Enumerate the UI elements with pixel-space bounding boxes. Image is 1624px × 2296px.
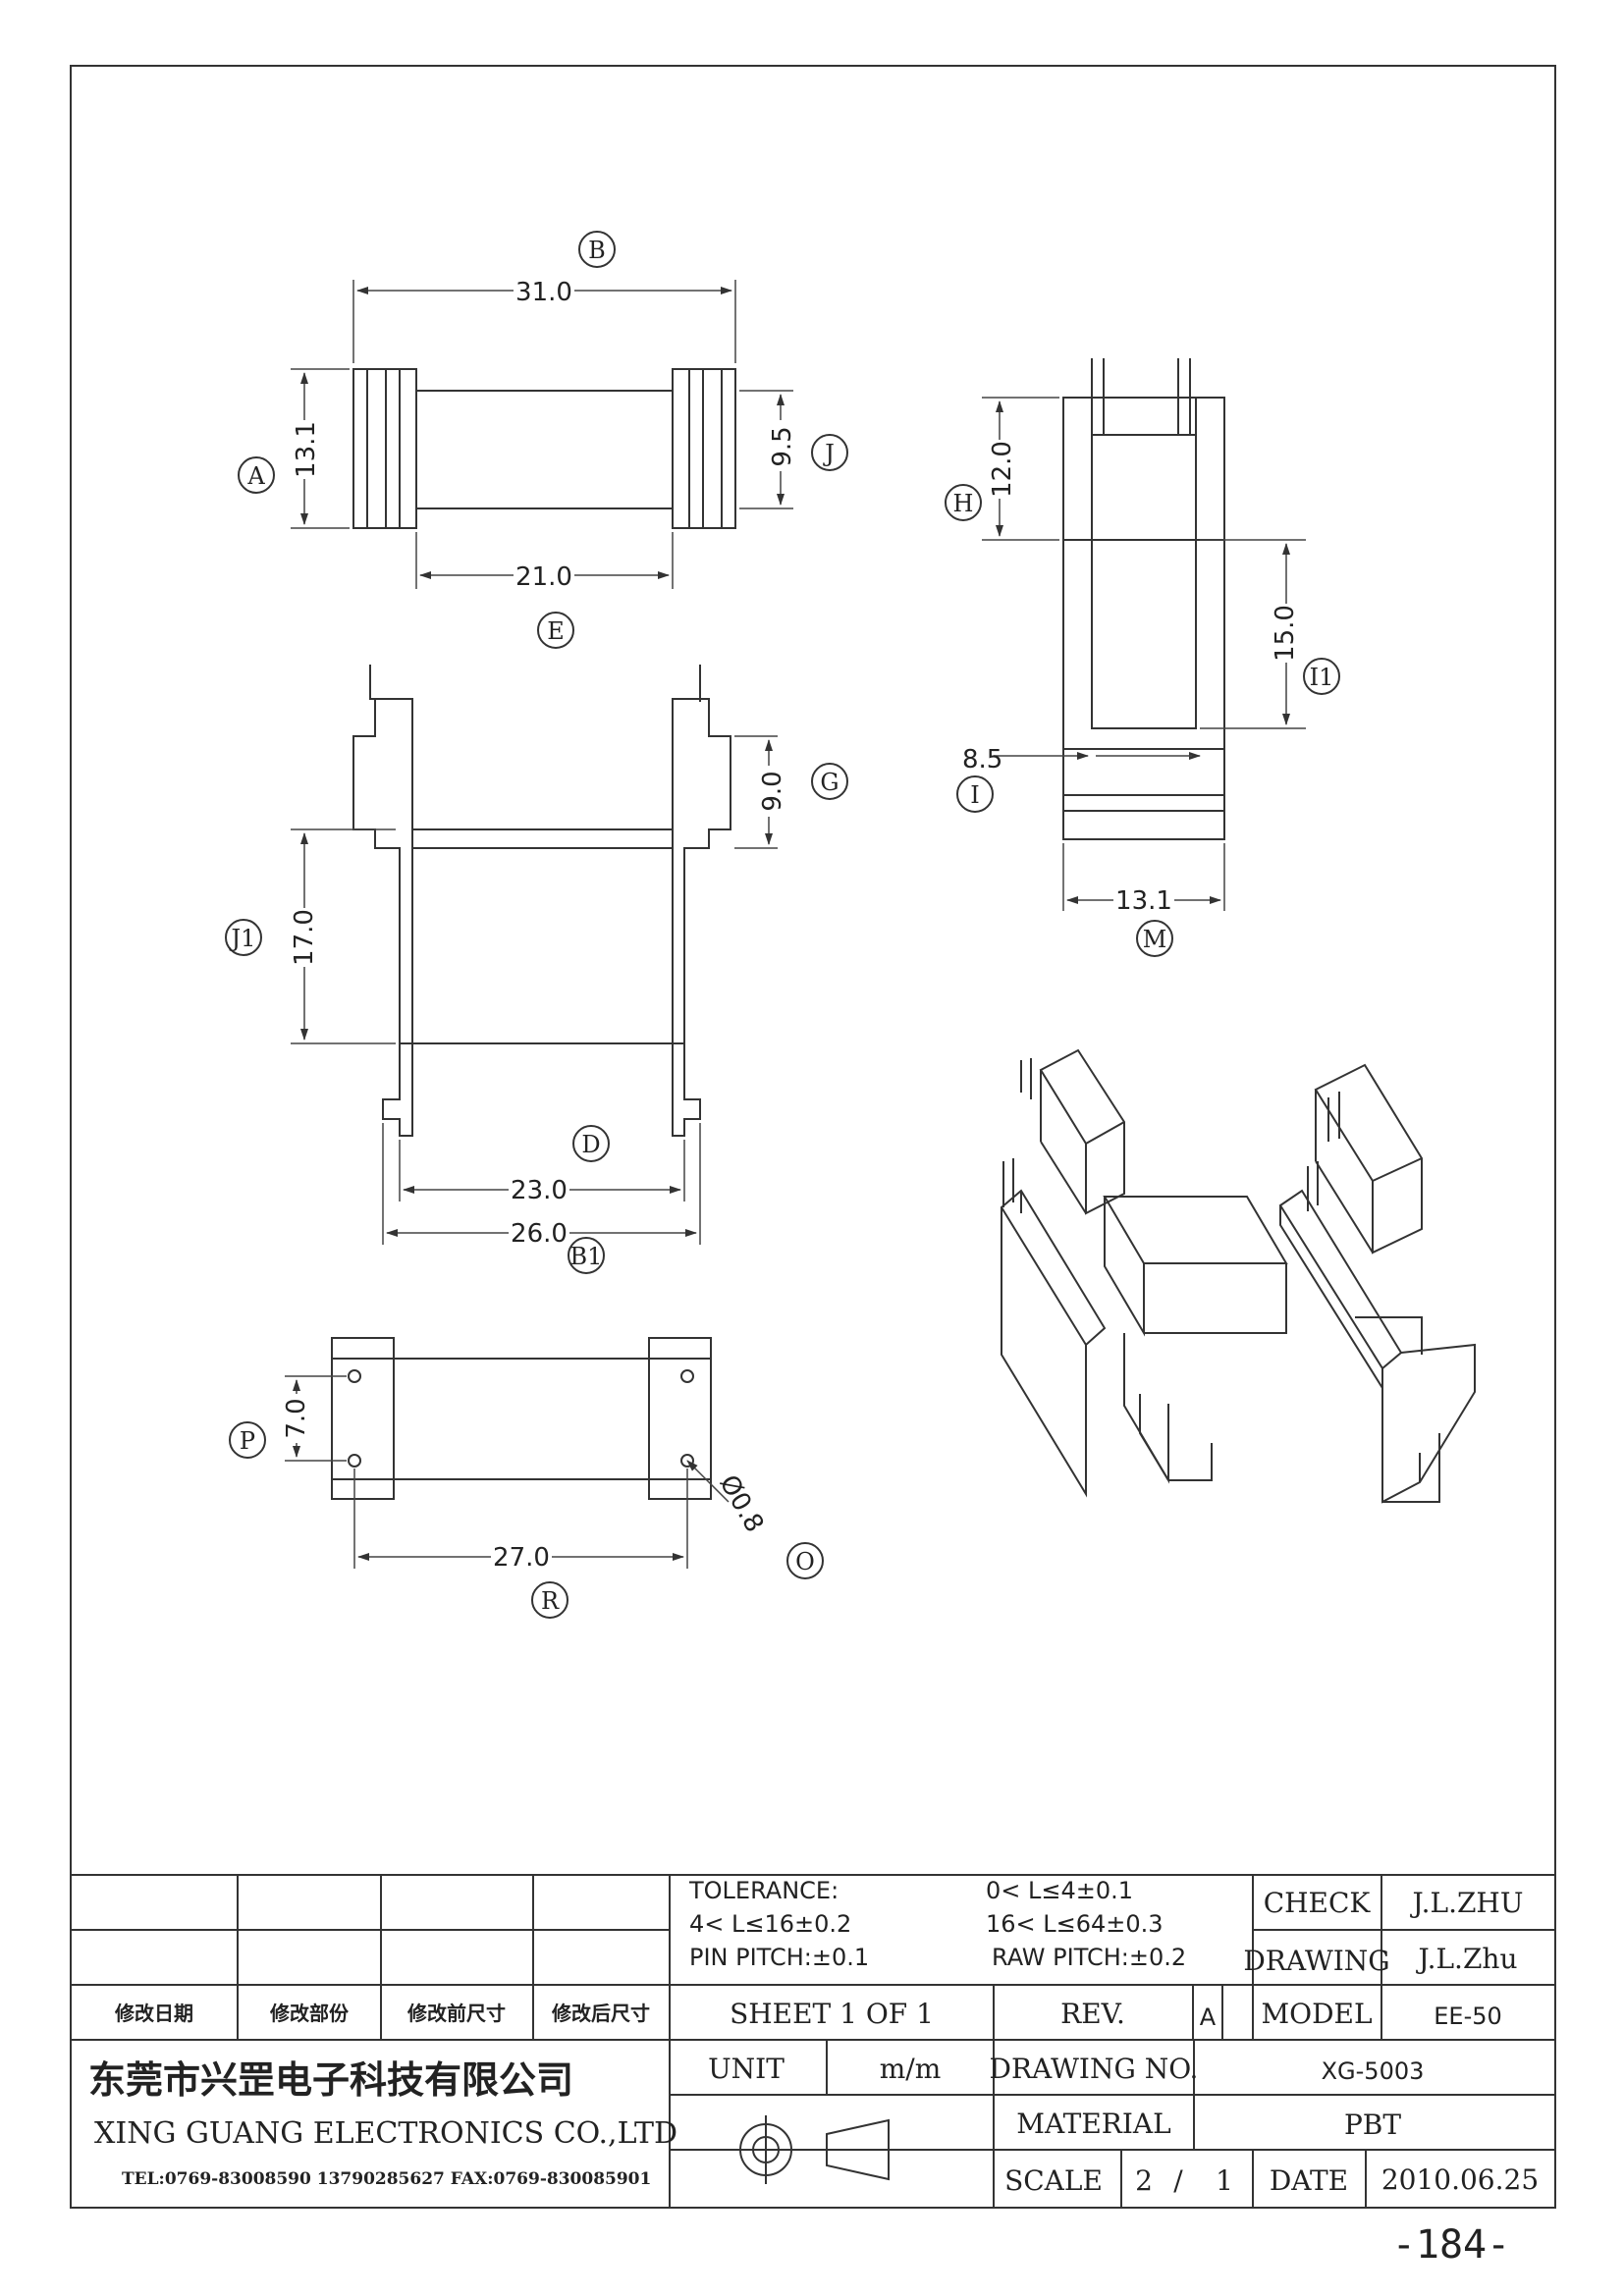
svg-text:O: O [795, 1548, 815, 1575]
dim-j1-value: 17.0 [290, 909, 319, 966]
top-view [352, 368, 736, 529]
label-i1: I1 [1303, 658, 1340, 695]
dim-e-value: 21.0 [515, 562, 572, 592]
svg-text:G: G [820, 769, 839, 796]
raw-pitch: RAW PITCH:±0.2 [992, 1944, 1186, 1971]
drawing-value: J.L.Zhu [1416, 1943, 1518, 1975]
dim-b-value: 31.0 [515, 278, 572, 307]
material-label: MATERIAL [1016, 2108, 1170, 2140]
drawing-border [70, 65, 1556, 2209]
check-label: CHECK [1264, 1887, 1372, 1919]
top-view-dims [291, 280, 793, 589]
dim-h-value: 12.0 [988, 441, 1017, 498]
pin-pitch: PIN PITCH:±0.1 [689, 1944, 869, 1971]
date-label: DATE [1270, 2164, 1348, 2197]
isometric-view [1000, 1048, 1476, 1504]
label-i: I [956, 775, 994, 813]
label-d: D [572, 1125, 610, 1162]
svg-text:J1: J1 [229, 925, 256, 952]
dim-d-value: 23.0 [511, 1176, 568, 1205]
material-value: PBT [1344, 2109, 1401, 2141]
model-label: MODEL [1261, 1998, 1372, 2030]
label-b: B [578, 231, 616, 268]
drawing-label: DRAWING [1243, 1945, 1389, 1977]
label-r: R [531, 1581, 568, 1619]
front-view-dims [291, 735, 778, 1245]
label-m: M [1136, 920, 1173, 957]
svg-text:J: J [822, 440, 835, 467]
label-e: E [537, 612, 574, 649]
svg-text:I1: I1 [1310, 664, 1334, 691]
svg-text:B: B [588, 237, 606, 264]
check-value: J.L.ZHU [1410, 1887, 1524, 1919]
dim-b1-value: 26.0 [511, 1219, 568, 1249]
label-g: G [811, 763, 848, 800]
label-b1: B1 [568, 1237, 605, 1274]
bottom-view-dims [285, 1375, 730, 1569]
model-value: EE-50 [1434, 2002, 1502, 2030]
drawing-no-value: XG-5003 [1322, 2057, 1425, 2085]
rev-header-before: 修改前尺寸 [406, 2002, 506, 2025]
tolerance-range-1: 0< L≤4±0.1 [986, 1877, 1133, 1904]
dim-a-value: 13.1 [292, 421, 321, 478]
svg-text:E: E [547, 617, 565, 645]
svg-text:M: M [1143, 926, 1167, 953]
svg-text:I: I [970, 781, 979, 809]
side-view-dims [982, 397, 1306, 911]
dim-j-value: 9.5 [768, 426, 797, 466]
dim-p-value: 7.0 [282, 1398, 311, 1438]
dim-g-value: 9.0 [758, 771, 787, 811]
svg-text:R: R [541, 1587, 560, 1615]
svg-text:A: A [246, 462, 265, 490]
date-value: 2010.06.25 [1381, 2163, 1539, 2196]
rev-header-part: 修改部份 [269, 2002, 350, 2025]
projection-symbol-icon [727, 2115, 898, 2184]
label-p: P [229, 1421, 266, 1459]
label-j: J [811, 434, 848, 471]
drawing-no-label: DRAWING NO. [990, 2053, 1199, 2085]
rev-label: REV. [1060, 1998, 1125, 2030]
scale-label: SCALE [1004, 2164, 1103, 2197]
label-a: A [238, 456, 275, 494]
company-name-en: XING GUANG ELECTRONICS CO.,LTD [94, 2116, 677, 2151]
scale-denominator: 1 [1216, 2164, 1233, 2197]
unit-value: m/m [880, 2053, 942, 2085]
svg-text:H: H [953, 490, 974, 517]
label-j1: J1 [225, 919, 262, 956]
title-block-lines [71, 1874, 1555, 2208]
label-h: H [945, 484, 982, 521]
unit-label: UNIT [708, 2053, 785, 2085]
dim-m-value: 13.1 [1115, 886, 1172, 916]
tolerance-range-3: 16< L≤64±0.3 [986, 1910, 1164, 1938]
bottom-view [331, 1337, 712, 1500]
rev-value: A [1200, 2003, 1217, 2031]
rev-header-date: 修改日期 [114, 2002, 193, 2025]
label-o: O [786, 1542, 824, 1579]
tolerance-range-2: 4< L≤16±0.2 [689, 1910, 851, 1938]
scale-numerator: 2 [1135, 2164, 1153, 2197]
front-view [352, 665, 731, 1137]
dim-i-value: 8.5 [962, 745, 1002, 774]
dim-o-value: Ø0.8 [713, 1470, 769, 1538]
side-view [1062, 358, 1225, 840]
dim-r-value: 27.0 [493, 1543, 550, 1573]
svg-text:B1: B1 [570, 1243, 603, 1270]
rev-header-after: 修改后尺寸 [551, 2002, 650, 2025]
company-name-cn: 东莞市兴罡电子科技有限公司 [88, 2058, 573, 2102]
scale-separator: / [1173, 2164, 1183, 2197]
sheet-label: SHEET 1 OF 1 [730, 1998, 934, 2030]
company-contact: TEL:0769-83008590 13790285627 FAX:0769-8… [122, 2169, 651, 2189]
svg-text:D: D [581, 1131, 600, 1158]
svg-text:P: P [240, 1427, 255, 1455]
tolerance-label: TOLERANCE: [688, 1877, 839, 1904]
page-number: -184- [1392, 2222, 1510, 2268]
dim-i1-value: 15.0 [1271, 605, 1300, 662]
view-labels: B A J E H I1 I M G J1 D B1 P O R [225, 231, 1340, 1619]
